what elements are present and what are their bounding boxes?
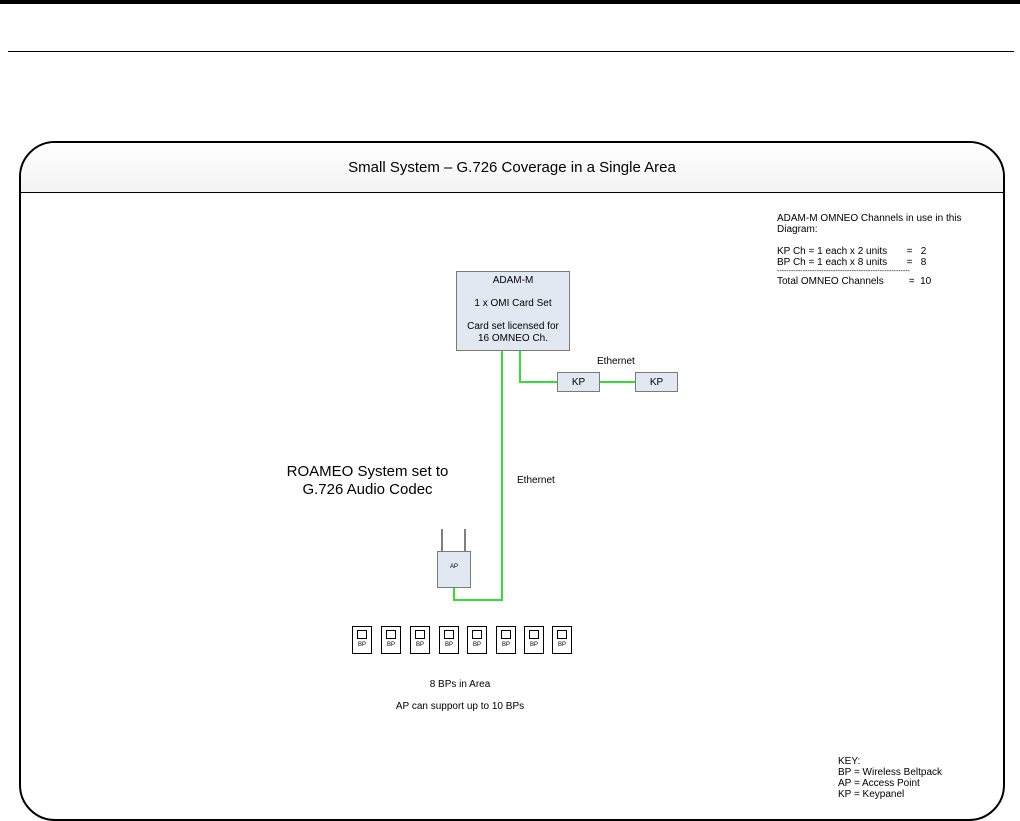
access-point: AP xyxy=(437,551,471,588)
roameo-line-2: G.726 Audio Codec xyxy=(302,481,433,498)
ethernet-wire-kp xyxy=(519,351,557,383)
beltpack-label: BP xyxy=(357,642,366,648)
beltpack-screen xyxy=(557,630,567,639)
beltpack: BP xyxy=(496,626,516,654)
beltpack-label: BP xyxy=(444,642,453,648)
key-bp: BP = Wireless Beltpack xyxy=(838,767,943,778)
beltpack: BP xyxy=(552,626,572,654)
ethernet-label-kp: Ethernet xyxy=(597,356,635,367)
beltpack-screen xyxy=(444,630,454,639)
adam-m-card-set: 1 x OMI Card Set xyxy=(474,298,552,309)
beltpack: BP xyxy=(439,626,459,654)
beltpack-screen xyxy=(357,630,367,639)
key-ap: AP = Access Point xyxy=(838,778,920,789)
beltpack-label: BP xyxy=(529,642,538,648)
beltpack-screen xyxy=(501,630,511,639)
ap-caption: AP can support up to 10 BPs xyxy=(395,701,525,712)
access-point-label: AP xyxy=(449,564,458,570)
diagram-title: Small System – G.726 Coverage in a Singl… xyxy=(21,143,1003,193)
channel-summary: ADAM-M OMNEO Channels in use in this Dia… xyxy=(777,213,987,287)
keypanel-1: KP xyxy=(557,372,600,392)
roameo-line-1: ROAMEO System set to xyxy=(286,463,449,480)
key-kp: KP = Keypanel xyxy=(838,789,905,800)
channel-kp: KP Ch = 1 each x 2 units = 2 xyxy=(777,246,927,257)
beltpack-label: BP xyxy=(472,642,481,648)
channel-heading-2: Diagram: xyxy=(777,224,818,235)
key-heading: KEY: xyxy=(838,756,861,767)
beltpack-label: BP xyxy=(557,642,566,648)
ethernet-wire-ap xyxy=(453,351,503,601)
beltpack-label: BP xyxy=(386,642,395,648)
channel-total: Total OMNEO Channels = 10 xyxy=(777,276,932,287)
beltpack: BP xyxy=(410,626,430,654)
channel-heading-1: ADAM-M OMNEO Channels in use in this xyxy=(777,213,962,224)
keypanel-2: KP xyxy=(635,372,678,392)
beltpack: BP xyxy=(524,626,544,654)
roameo-label: ROAMEO System set to G.726 Audio Codec xyxy=(255,463,480,499)
header-rule xyxy=(8,51,1014,52)
key-legend: KEY: BP = Wireless Beltpack AP = Access … xyxy=(838,756,988,800)
beltpack-screen xyxy=(472,630,482,639)
bp-caption: 8 BPs in Area xyxy=(429,679,491,690)
beltpack-screen xyxy=(415,630,425,639)
adam-m-name: ADAM-M xyxy=(492,275,534,286)
beltpack-label: BP xyxy=(501,642,510,648)
ethernet-label-ap: Ethernet xyxy=(517,475,555,486)
beltpack: BP xyxy=(381,626,401,654)
diagram-frame: Small System – G.726 Coverage in a Singl… xyxy=(19,141,1005,821)
beltpack-screen xyxy=(386,630,396,639)
adam-m-box: ADAM-M 1 x OMI Card Set Card set license… xyxy=(456,271,570,351)
beltpack-label: BP xyxy=(415,642,424,648)
beltpack: BP xyxy=(467,626,487,654)
beltpack-screen xyxy=(529,630,539,639)
top-rule xyxy=(0,0,1020,4)
adam-m-license-1: Card set licensed for xyxy=(467,321,559,332)
beltpack: BP xyxy=(352,626,372,654)
channel-bp: BP Ch = 1 each x 8 units = 8 xyxy=(777,257,927,268)
adam-m-license-2: 16 OMNEO Ch. xyxy=(477,333,549,344)
channel-divider: ----------------------------------------… xyxy=(777,268,910,275)
